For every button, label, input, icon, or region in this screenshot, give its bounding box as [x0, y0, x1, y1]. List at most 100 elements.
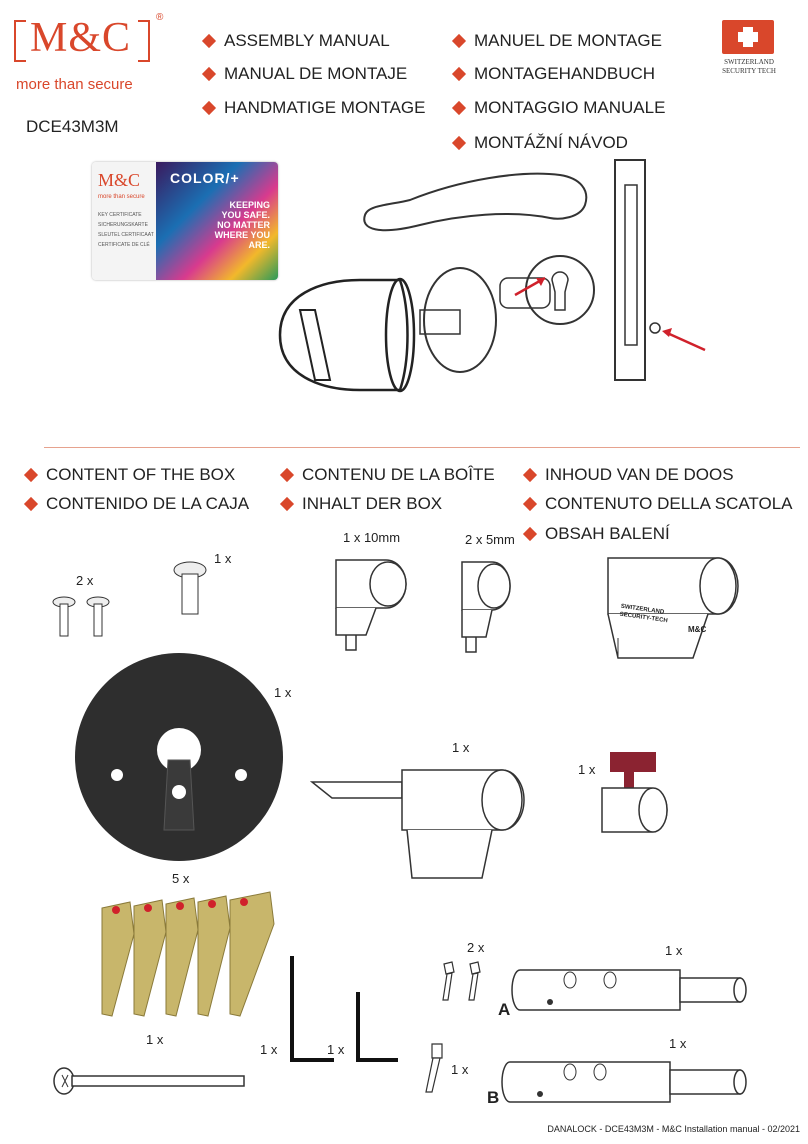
title-text: MANUEL DE MONTAGE: [474, 31, 662, 50]
logo-bracket-left: [14, 20, 26, 62]
qty-long-bolt: 1 x: [146, 1032, 164, 1047]
bullet-diamond-icon: [451, 33, 467, 49]
mounting-plate-icon: [75, 653, 283, 861]
mounting-plate: [423, 267, 497, 373]
lock-body: [278, 278, 409, 392]
small-screws-icon: [52, 596, 110, 637]
card-slogan-line: YOU SAFE.: [221, 210, 270, 220]
long-bolt-icon: [53, 1067, 245, 1095]
brand-tagline: more than secure: [16, 76, 133, 93]
heading-text: CONTENUTO DELLA SCATOLA: [545, 494, 793, 513]
registered-mark: ®: [156, 12, 164, 23]
title-text: MONTÁŽNÍ NÁVOD: [474, 133, 628, 152]
card-right-panel: COLOR/+ KEEPING YOU SAFE. NO MATTER WHER…: [156, 162, 278, 280]
label-a: A: [498, 1000, 511, 1019]
card-left-panel: M&C more than secure KEY CERTIFICATE SIC…: [92, 162, 156, 280]
bullet-diamond-icon: [23, 467, 39, 483]
hex-screws-icon: [442, 961, 481, 1001]
strike-plate: [624, 184, 638, 346]
key-certificate-card: M&C more than secure KEY CERTIFICATE SIC…: [92, 162, 278, 280]
qty-keys: 5 x: [172, 871, 190, 886]
bullet-diamond-icon: [201, 33, 217, 49]
qty-adapter-5mm: 2 x 5mm: [465, 532, 515, 547]
lock-back: [384, 277, 416, 393]
title-montagehandbuch: MONTAGEHANDBUCH: [451, 64, 655, 84]
swiss-badge-line1: SWITZERLAND: [724, 58, 774, 66]
big-screw-icon: [173, 561, 207, 615]
footer-text: DANALOCK - DCE43M3M - M&C Installation m…: [547, 1124, 800, 1134]
card-slogan-line: NO MATTER: [217, 220, 270, 230]
screw-icon: [649, 322, 661, 334]
qty-hex-screws: 2 x: [467, 940, 485, 955]
label-b: B: [487, 1088, 500, 1107]
model-number: DCE43M3M: [26, 117, 119, 136]
title-handmatige-montage: HANDMATIGE MONTAGE: [201, 98, 426, 118]
card-line: CERTIFICATE DE CLÉ: [98, 242, 150, 248]
swiss-badge-text: SWITZERLAND SECURITY TECH: [716, 58, 782, 76]
adapter-10mm-icon: [335, 559, 407, 651]
cylinder-mark: M&C: [688, 625, 707, 634]
door-handle: [363, 172, 588, 232]
bullet-diamond-icon: [279, 467, 295, 483]
bullet-diamond-icon: [201, 66, 217, 82]
logo-bracket-right: [138, 20, 150, 62]
title-text: MONTAGGIO MANUALE: [474, 98, 666, 117]
heading-inhalt-der-box: INHALT DER BOX: [279, 494, 442, 514]
card-line: KEY CERTIFICATE: [98, 212, 142, 218]
arrow-head-icon: [536, 278, 545, 286]
qty-allen-key-1: 1 x: [260, 1042, 278, 1057]
heading-text: CONTENIDO DE LA CAJA: [46, 494, 250, 513]
qty-hex-screw-b: 1 x: [451, 1062, 469, 1077]
card-lines: KEY CERTIFICATE SICHERUNGSKARTE SLEUTEL …: [98, 210, 154, 250]
card-logo: M&C: [98, 170, 141, 190]
title-montazni-navod: MONTÁŽNÍ NÁVOD: [451, 133, 628, 153]
qty-allen-key-2: 1 x: [327, 1042, 345, 1057]
heading-contenuto-della-scatola: CONTENUTO DELLA SCATOLA: [522, 494, 793, 514]
euro-cylinder-icon: [607, 557, 739, 659]
cylinder-body: [499, 277, 551, 309]
allen-key-large-icon: [290, 956, 334, 1062]
bullet-diamond-icon: [522, 467, 538, 483]
bullet-diamond-icon: [451, 100, 467, 116]
door-edge: [614, 159, 646, 381]
bullet-diamond-icon: [451, 135, 467, 151]
cylinder-shaft: [419, 309, 461, 335]
lock-thumbturn: [298, 309, 332, 381]
bullet-diamond-icon: [451, 66, 467, 82]
heading-contenido-de-la-caja: CONTENIDO DE LA CAJA: [23, 494, 250, 514]
section-divider: [44, 447, 800, 448]
card-slogan-line: ARE.: [248, 240, 270, 250]
card-slogan: KEEPING YOU SAFE. NO MATTER WHERE YOU AR…: [215, 200, 270, 250]
heading-text: INHOUD VAN DE DOOS: [545, 465, 734, 484]
adapter-5mm-icon: [461, 561, 511, 653]
hex-screw-b-icon: [425, 1043, 443, 1093]
bullet-diamond-icon: [522, 496, 538, 512]
bullet-diamond-icon: [522, 526, 538, 542]
title-text: HANDMATIGE MONTAGE: [224, 98, 426, 117]
qty-plate: 1 x: [274, 685, 292, 700]
swiss-badge-line2: SECURITY TECH: [722, 67, 776, 75]
spindle-b-icon: [501, 1061, 747, 1103]
heading-obsah-baleni: OBSAH BALENÍ: [522, 524, 670, 544]
title-manual-de-montaje: MANUAL DE MONTAJE: [201, 64, 407, 84]
card-line: SICHERUNGSKARTE: [98, 222, 148, 228]
qty-big-screw: 1 x: [214, 551, 232, 566]
assembly-illustration: [278, 159, 706, 393]
bullet-diamond-icon: [201, 100, 217, 116]
keys-icon: [101, 891, 275, 1017]
escutcheon: [525, 255, 595, 325]
qty-thumbturn: 1 x: [578, 762, 596, 777]
heading-text: OBSAH BALENÍ: [545, 524, 670, 543]
spindle-a-icon: [511, 969, 747, 1011]
card-tagline: more than secure: [98, 194, 145, 200]
card-slogan-line: WHERE YOU: [214, 230, 270, 240]
heading-text: CONTENU DE LA BOÎTE: [302, 465, 495, 484]
allen-key-small-icon: [356, 992, 398, 1062]
cylinder-spindle-icon: [309, 769, 525, 879]
brand-logo: M&C ®: [14, 12, 163, 64]
heading-inhoud-van-de-doos: INHOUD VAN DE DOOS: [522, 465, 734, 485]
card-slogan-line: KEEPING: [229, 200, 270, 210]
swiss-flag-icon: [722, 20, 774, 54]
qty-small-screws: 2 x: [76, 573, 94, 588]
bullet-diamond-icon: [23, 496, 39, 512]
